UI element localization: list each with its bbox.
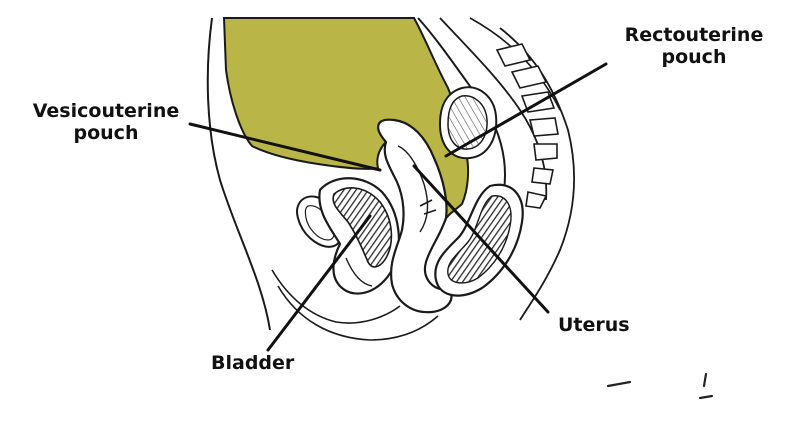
leader-bladder	[266, 214, 372, 352]
leader-lines	[188, 62, 608, 352]
leader-vesicouterine	[188, 122, 382, 172]
rectum-upper-loop	[438, 86, 498, 160]
label-bladder: Bladder	[211, 352, 295, 374]
leader-rectouterine	[444, 62, 608, 158]
label-rectouterine-pouch: Rectouterine pouch	[624, 24, 764, 68]
label-uterus: Uterus	[558, 314, 630, 336]
leader-uterus	[412, 164, 550, 314]
sacrum-vertebrae	[495, 43, 559, 209]
stray-marks	[606, 372, 714, 400]
label-vesicouterine-pouch: Vesicouterine pouch	[32, 100, 180, 144]
